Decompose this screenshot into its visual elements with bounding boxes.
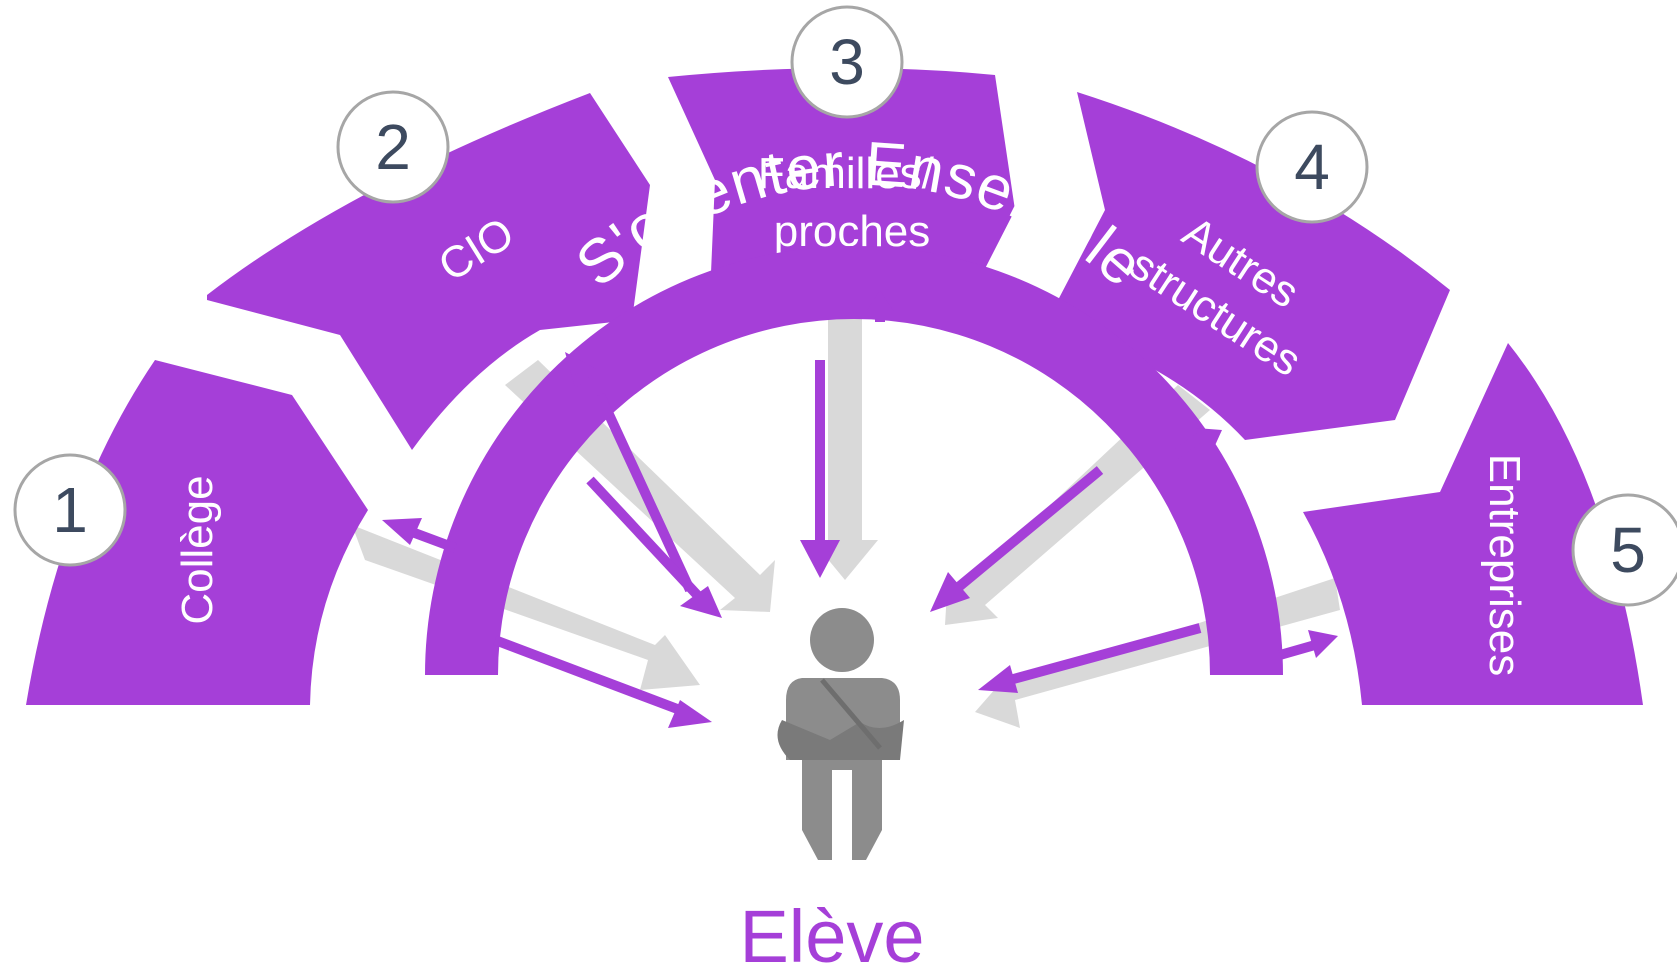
segment-college[interactable]: Collège — [26, 360, 368, 705]
segment-familles-shape — [668, 67, 1015, 298]
segment-autres[interactable]: Autres structures — [1045, 92, 1450, 440]
badge-1: 1 — [13, 453, 127, 567]
segment-entreprises-label: Entreprises — [1480, 454, 1529, 677]
grey-arrow-1 — [352, 525, 700, 690]
svg-text:3: 3 — [829, 26, 865, 98]
badge-3: 3 — [790, 5, 904, 119]
segment-college-label: Collège — [173, 475, 222, 624]
svg-text:4: 4 — [1294, 131, 1330, 203]
student-label: Elève — [739, 895, 924, 970]
svg-text:5: 5 — [1610, 514, 1646, 586]
badge-2: 2 — [336, 90, 450, 204]
purple-arrow-5 — [978, 623, 1338, 693]
purple-arrow-1 — [382, 518, 712, 728]
badge-4: 4 — [1255, 110, 1369, 224]
purple-arrows — [382, 290, 1338, 728]
segment-familles[interactable]: Familles/ proches — [668, 67, 1015, 298]
ring-band — [425, 246, 1283, 675]
segment-college-shape — [26, 360, 368, 705]
svg-text:1: 1 — [52, 474, 88, 546]
purple-arrow-2 — [565, 352, 722, 618]
badge-5: 5 — [1571, 493, 1677, 607]
segment-cio-shape — [207, 93, 650, 450]
segment-entreprises[interactable]: Entreprises — [1303, 343, 1643, 705]
purple-arrow-3 — [800, 290, 894, 578]
svg-text:2: 2 — [375, 111, 411, 183]
segment-entreprises-shape — [1303, 343, 1643, 705]
segment-cio[interactable]: CIO — [207, 93, 650, 450]
segment-autres-shape — [1045, 92, 1450, 440]
purple-arrow-4 — [930, 428, 1222, 612]
segment-familles-label: Familles/ proches — [758, 149, 946, 256]
grey-arrow-3 — [812, 290, 878, 580]
student-icon — [777, 608, 904, 860]
